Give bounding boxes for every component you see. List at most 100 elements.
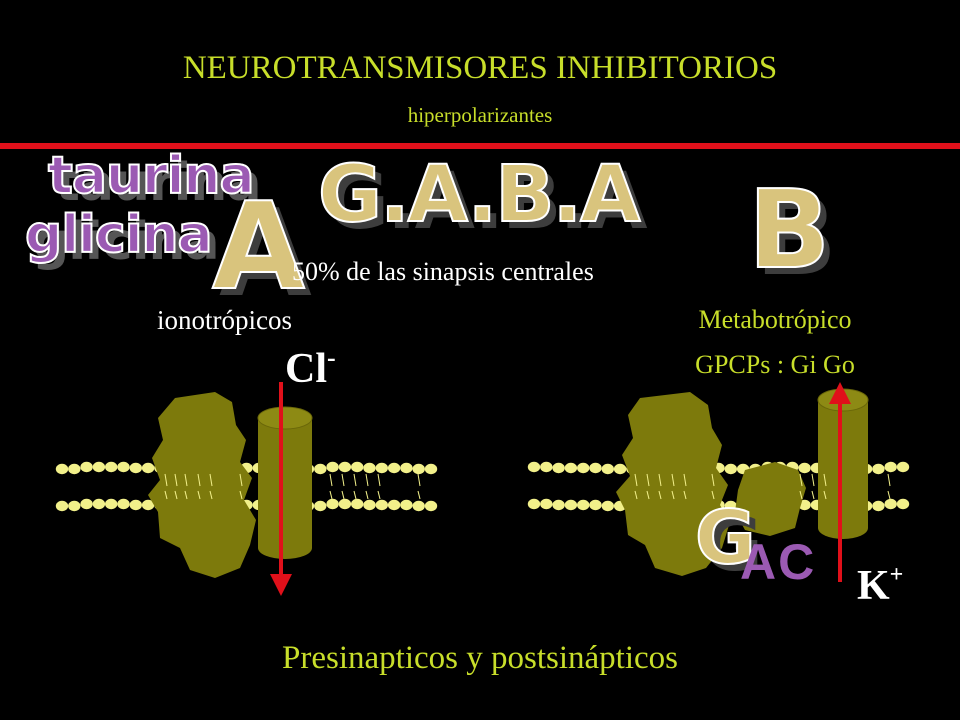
lipid-head xyxy=(129,499,142,511)
lipid-tail xyxy=(341,490,345,500)
lipid-head xyxy=(527,498,541,510)
lipid-head xyxy=(105,461,118,473)
lipid-head xyxy=(577,462,590,474)
ionotropic-label: ionotrópicos xyxy=(157,305,292,335)
lipid-tails xyxy=(164,473,891,500)
lipid-head xyxy=(540,461,553,473)
lipid-head xyxy=(363,462,376,474)
lipid-tail xyxy=(377,473,381,487)
lipid-tail xyxy=(174,490,178,500)
lipid-head xyxy=(351,461,364,473)
lipid-head xyxy=(400,499,413,511)
lipid-head xyxy=(314,500,327,512)
lipid-tail xyxy=(209,490,213,500)
lipid-tail xyxy=(671,473,675,487)
lipid-tail xyxy=(683,473,687,487)
lipid-head xyxy=(326,461,339,473)
lipid-head xyxy=(387,499,401,511)
lipid-head xyxy=(400,462,413,474)
lipid-head xyxy=(68,500,81,512)
lipid-tail xyxy=(671,490,675,500)
lipid-tail xyxy=(658,490,662,500)
gaba-a-text: A xyxy=(211,177,306,318)
lipid-head xyxy=(896,498,910,510)
left-ion-channel xyxy=(258,418,312,559)
potassium-ion-label: K+ xyxy=(857,562,903,610)
lipid-tail xyxy=(634,473,638,487)
lipid-head xyxy=(129,462,142,474)
lipid-head xyxy=(363,499,376,511)
chloride-ion-label: Cl- xyxy=(285,343,336,393)
lipid-tail xyxy=(353,473,357,487)
lipid-tail xyxy=(823,473,827,487)
lipid-head xyxy=(387,462,401,474)
lipid-tail xyxy=(417,473,421,487)
lipid-head xyxy=(412,500,425,512)
lipid-head xyxy=(92,461,106,473)
gpcp-label: GPCPs : Gi Go xyxy=(695,350,855,379)
lipid-tail xyxy=(184,473,188,487)
lipid-tail xyxy=(329,490,333,500)
lipid-head xyxy=(601,463,614,475)
lipid-head xyxy=(92,498,106,510)
synapse-share-label: 50% de las sinapsis centrales xyxy=(292,257,594,286)
gaba-b-text: B xyxy=(747,167,831,294)
lipid-tail xyxy=(799,490,803,500)
lipid-head xyxy=(552,462,565,474)
lipid-head xyxy=(540,498,553,510)
lipid-tail xyxy=(823,490,827,500)
right-ion-channel xyxy=(818,400,868,539)
lipid-head xyxy=(798,462,811,474)
lipid-head xyxy=(872,500,885,512)
lipid-tail xyxy=(197,473,201,487)
lipid-head xyxy=(351,498,364,510)
lipid-head xyxy=(105,498,118,510)
lipid-tail xyxy=(417,490,421,500)
lipid-tail xyxy=(658,473,662,487)
taurina-text: taurina xyxy=(47,145,256,207)
lipid-head xyxy=(117,498,130,510)
lipid-tail xyxy=(239,490,243,500)
lipid-tail xyxy=(209,473,213,487)
g-protein-text: G xyxy=(694,494,757,582)
lipid-head xyxy=(564,462,578,474)
lipid-head xyxy=(375,499,388,511)
chloride-charge: - xyxy=(327,343,336,372)
lipid-tail xyxy=(683,490,687,500)
chloride-arrowhead xyxy=(270,574,292,596)
g-protein xyxy=(735,462,806,536)
lipid-head xyxy=(412,463,425,475)
lipid-tail xyxy=(711,490,715,500)
lipid-head xyxy=(314,463,327,475)
lipid-tail xyxy=(329,473,333,487)
potassium-arrowhead xyxy=(829,382,851,404)
lipid-head xyxy=(564,499,578,511)
adenylate-cyclase-label: AC xyxy=(740,534,817,590)
lipid-head xyxy=(117,461,130,473)
lipid-head xyxy=(872,463,885,475)
lipid-tail xyxy=(239,473,243,487)
lipid-head xyxy=(68,463,81,475)
lipid-tail xyxy=(646,490,650,500)
lipid-tail xyxy=(197,490,201,500)
lipid-tail xyxy=(164,473,168,487)
slide-subtitle: hiperpolarizantes xyxy=(407,103,553,127)
right-receptor-protein xyxy=(616,392,730,576)
left-ion-channel-top xyxy=(257,406,313,430)
bottom-caption: Presinapticos y postsinápticos xyxy=(282,640,678,676)
lipid-head xyxy=(589,499,602,511)
lipid-head xyxy=(601,500,614,512)
metabotropic-label: Metabotrópico xyxy=(698,305,852,334)
red-divider xyxy=(0,143,960,149)
lipid-head xyxy=(724,500,737,512)
lipid-head xyxy=(884,498,897,510)
slide-title: NEUROTRANSMISORES INHIBITORIOS xyxy=(182,50,778,86)
lipid-tail xyxy=(365,473,369,487)
left-receptor-protein xyxy=(148,392,256,578)
lipid-tail xyxy=(646,473,650,487)
lipid-head xyxy=(141,499,155,511)
lipid-head xyxy=(552,499,565,511)
lipid-tail xyxy=(174,473,178,487)
lipid-tail xyxy=(353,490,357,500)
